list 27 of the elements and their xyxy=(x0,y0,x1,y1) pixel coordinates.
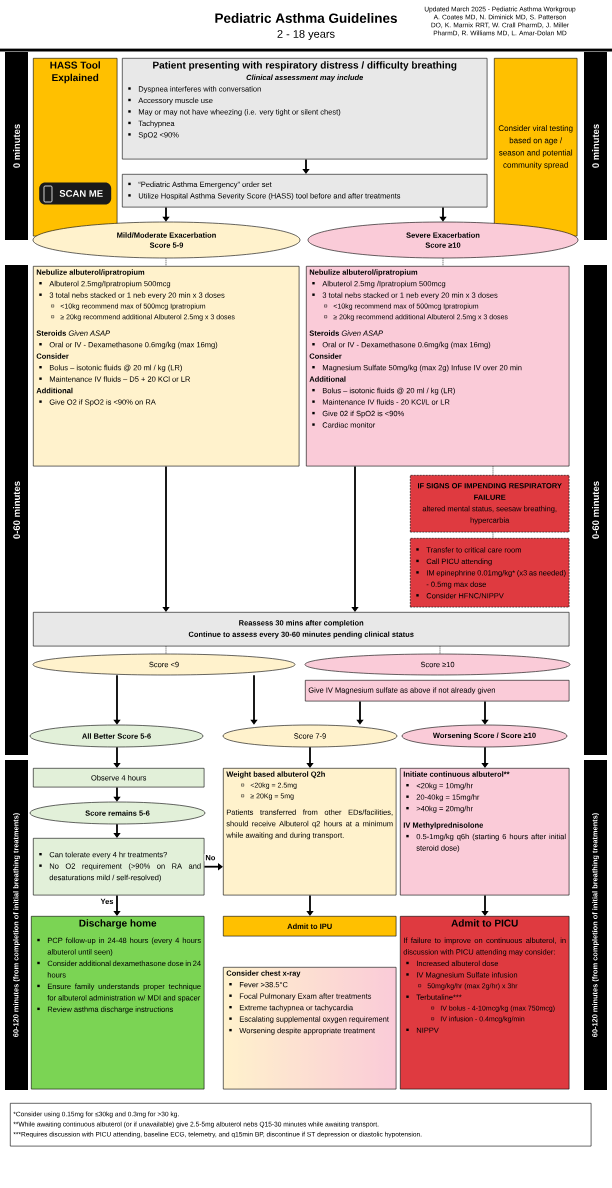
arrow xyxy=(113,746,121,768)
arrow xyxy=(481,894,489,916)
node-label: 0 minutes xyxy=(13,124,20,168)
arrow xyxy=(439,206,447,222)
note-box: Consider viral testing based on age / season and potential community spread xyxy=(494,58,578,237)
scan-button: SCAN ME xyxy=(39,182,112,205)
time-band: 0-60 minutes xyxy=(584,265,607,755)
arrow xyxy=(481,700,489,725)
arrow xyxy=(356,700,364,725)
arrow xyxy=(162,206,170,222)
arrow xyxy=(306,894,314,916)
arrow xyxy=(302,158,310,174)
arrow xyxy=(113,786,121,802)
node-label: 0 minutes xyxy=(592,124,599,168)
arrow xyxy=(113,823,121,838)
time-band: 0 minutes xyxy=(584,52,607,240)
arrow xyxy=(113,674,121,725)
arrow xyxy=(250,674,258,725)
arrow xyxy=(113,894,121,916)
time-band: 0-60 minutes xyxy=(5,265,28,755)
subtitle: 2 - 18 years xyxy=(277,30,335,40)
arrow xyxy=(162,465,170,612)
title: Pediatric Asthma Guidelines xyxy=(215,13,397,23)
arrow xyxy=(306,746,314,768)
arrow xyxy=(351,465,359,612)
time-band: 0 minutes xyxy=(5,52,28,240)
arrow xyxy=(481,746,489,768)
